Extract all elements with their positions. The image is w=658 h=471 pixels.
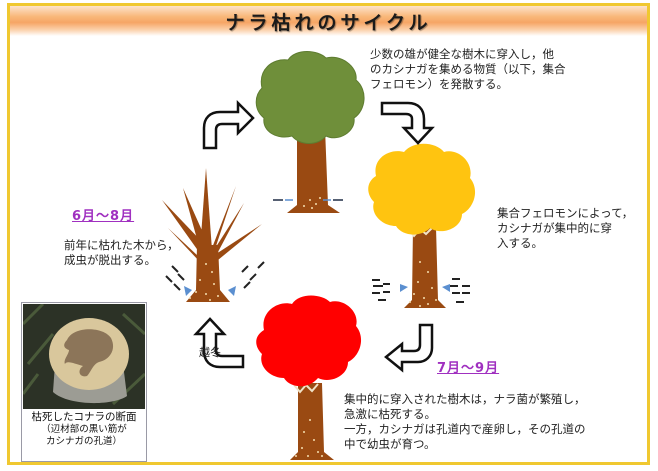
aggregation-stage-text: 集合フェロモンによって， カシナガが集中的に穿 入する。 (497, 206, 633, 251)
curved-arrow-down-left-icon (384, 323, 434, 373)
photo-caption-line-3: カシナガの孔道） (45, 436, 122, 447)
wilting-stage-text: 集中的に穿入された樹木は，ナラ菌が繁殖し， 急激に枯死する。 一方，カシナガは孔… (344, 392, 586, 452)
curved-arrow-up-right-icon (202, 99, 255, 150)
wilting-text-line-3: 一方，カシナガは孔道内で産卵し，その孔道の (344, 422, 586, 436)
stump-photo-image (23, 304, 145, 409)
stump-cross-section-photo: 枯死したコナラの断面 （辺材部の黒い筋が カシナガの孔道） (21, 302, 147, 462)
period-label-jul-sep: 7月～9月 (437, 361, 500, 376)
healthy-text-line-3: フェロモン）を発散する。 (370, 77, 508, 91)
aggregation-text-line-1: 集合フェロモンによって， (497, 206, 634, 220)
photo-caption-line-2: （辺材部の黒い筋が (41, 424, 127, 435)
curved-arrow-left-up-icon (193, 317, 245, 369)
healthy-text-line-2: のカシナガを集める物質（以下，集合 (370, 62, 566, 76)
page-title: ナラ枯れのサイクル (225, 12, 432, 34)
title-banner: ナラ枯れのサイクル (10, 6, 647, 36)
dead-tree-icon (162, 168, 265, 302)
wilting-text-line-2: 急激に枯死する。 (344, 407, 436, 421)
overwintering-label: 越冬 (199, 346, 221, 359)
aggregation-text-line-3: 入する。 (497, 236, 543, 250)
healthy-text-line-1: 少数の雄が健全な樹木に穿入し，他 (370, 47, 554, 61)
photo-caption-line-1: 枯死したコナラの断面 (31, 411, 137, 423)
healthy-tree-icon (255, 51, 365, 213)
emergence-stage-text: 前年に枯れた木から， 成虫が脱出する。 (64, 238, 179, 268)
period-label-jun-aug: 6月～8月 (72, 209, 135, 224)
wilting-text-line-4: 中で幼虫が育つ。 (344, 437, 436, 451)
photo-caption: 枯死したコナラの断面 （辺材部の黒い筋が カシナガの孔道） (22, 411, 146, 448)
emergence-text-line-2: 成虫が脱出する。 (64, 253, 156, 267)
curved-arrow-right-down-icon (380, 101, 435, 145)
emergence-text-line-1: 前年に枯れた木から， (64, 238, 179, 252)
wilting-text-line-1: 集中的に穿入された樹木は，ナラ菌が繁殖し， (344, 392, 586, 406)
aggregation-text-line-2: カシナガが集中的に穿 (497, 221, 612, 235)
healthy-stage-text: 少数の雄が健全な樹木に穿入し，他 のカシナガを集める物質（以下，集合 フェロモン… (370, 47, 566, 92)
yellow-tree-icon (368, 143, 476, 308)
red-tree-icon (256, 295, 362, 460)
